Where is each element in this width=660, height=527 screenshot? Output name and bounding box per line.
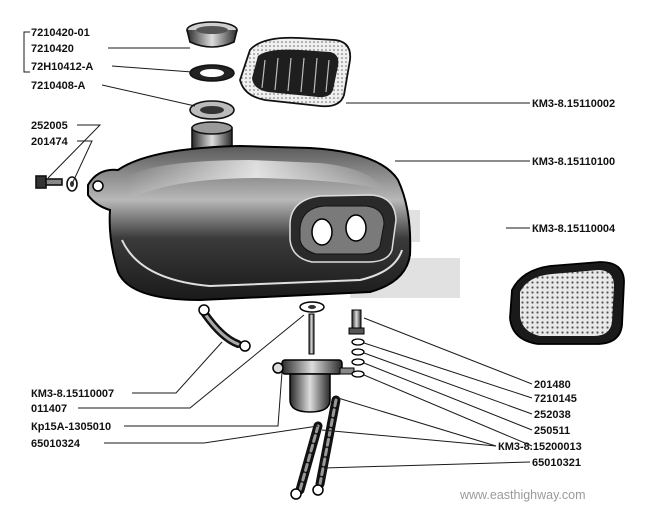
leader-lines — [47, 47, 533, 469]
filler-neck — [189, 100, 235, 151]
label-250511: 250511 — [534, 425, 570, 437]
label-km3-8-15110002: КМ3-8.15110002 — [532, 98, 615, 110]
label-kp15a-1305010: Кр15А-1305010 — [31, 421, 111, 433]
label-011407: 011407 — [31, 403, 67, 415]
fuel-hose — [198, 304, 251, 352]
label-7210420-01: 7210420-01 — [31, 27, 90, 39]
lower-hose-right — [312, 395, 341, 496]
label-bracket — [23, 31, 30, 73]
filler-cap — [186, 21, 238, 48]
knee-pad-upper — [239, 36, 352, 108]
label-201474: 201474 — [31, 136, 69, 148]
label-7210145: 7210145 — [534, 393, 577, 405]
tap-washer — [299, 301, 325, 313]
knee-pad-right — [509, 261, 625, 345]
label-252005: 252005 — [31, 120, 68, 132]
label-7210408-a: 7210408-A — [31, 80, 85, 92]
washer-stack — [351, 338, 365, 378]
gasket-ring — [189, 64, 235, 82]
label-65010324: 65010324 — [31, 438, 81, 450]
label-65010321: 65010321 — [532, 457, 581, 469]
label-201480: 201480 — [534, 379, 571, 391]
watermark-url: www.easthighway.com — [459, 488, 586, 502]
label-km3-8-15110100: КМ3-8.15110100 — [532, 156, 615, 168]
label-km3-8-15110004: КМ3-8.15110004 — [532, 223, 616, 235]
label-km3-8-15110007: КМ3-8.15110007 — [31, 388, 114, 400]
label-72h10412-a: 72H10412-A — [31, 61, 93, 73]
label-7210420: 7210420 — [31, 43, 74, 55]
fuel-tap — [272, 359, 355, 413]
label-km3-8-15200013: КМ3-8.15200013 — [498, 441, 582, 453]
lower-hose-left — [290, 421, 323, 500]
fuel-tank — [87, 144, 412, 302]
label-252038: 252038 — [534, 409, 571, 421]
drain-bolt — [348, 309, 365, 335]
tap-tube — [308, 313, 315, 355]
bolt-left — [35, 175, 63, 189]
